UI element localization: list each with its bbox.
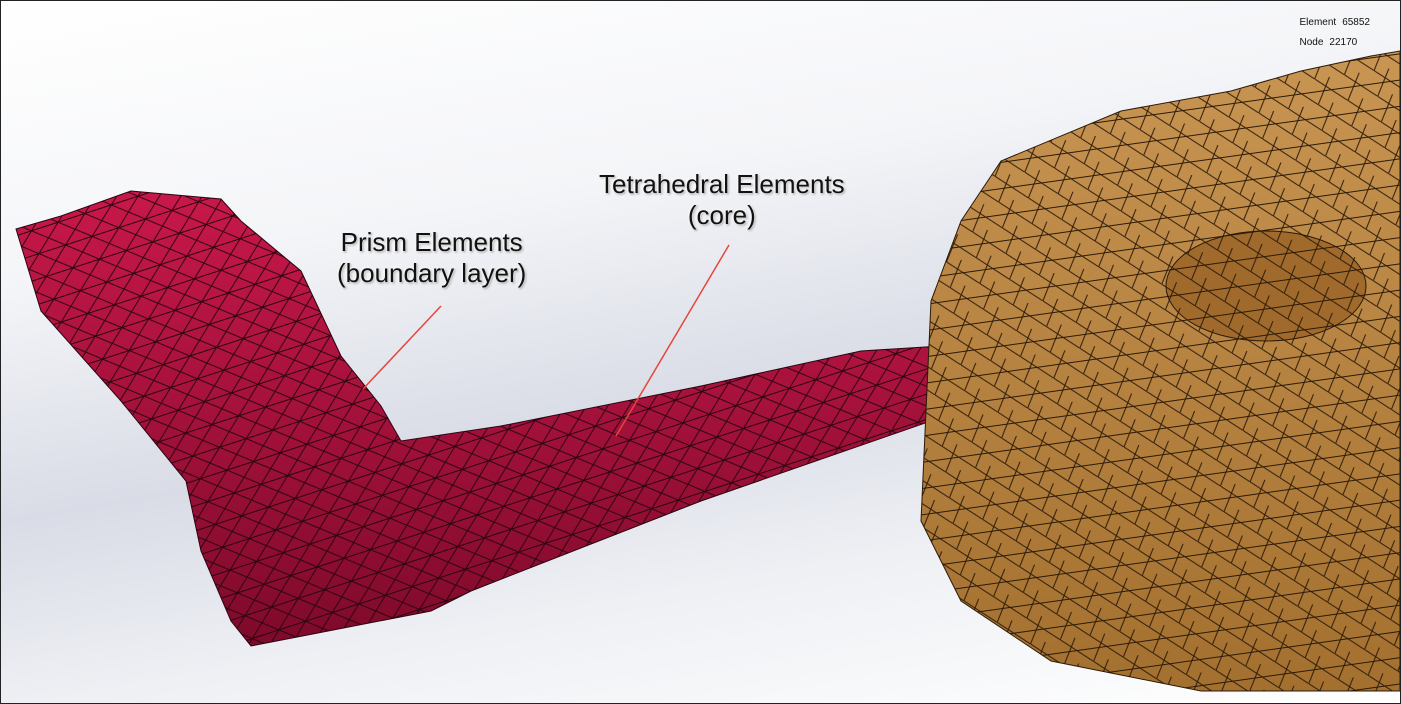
annotation-title: Tetrahedral Elements [599,169,845,199]
mesh-stats: Element 65852 Node 22170 [1294,13,1371,53]
tetra-leader-line [615,244,730,437]
tetra-annotation: Tetrahedral Elements (core) [599,169,845,231]
prism-annotation: Prism Elements (boundary layer) [337,227,526,289]
prism-leader-line [362,305,442,390]
annotation-subtitle: (boundary layer) [337,258,527,288]
element-label: Element [1299,17,1337,28]
element-value: 65852 [1342,17,1370,28]
node-count: Node 22170 [1294,33,1371,53]
annotation-subtitle: (core) [687,200,756,230]
element-count: Element 65852 [1294,13,1371,33]
node-value: 22170 [1329,37,1358,48]
node-label: Node [1299,37,1324,48]
hub-part[interactable] [920,50,1400,692]
annotation-title: Prism Elements [340,227,523,257]
